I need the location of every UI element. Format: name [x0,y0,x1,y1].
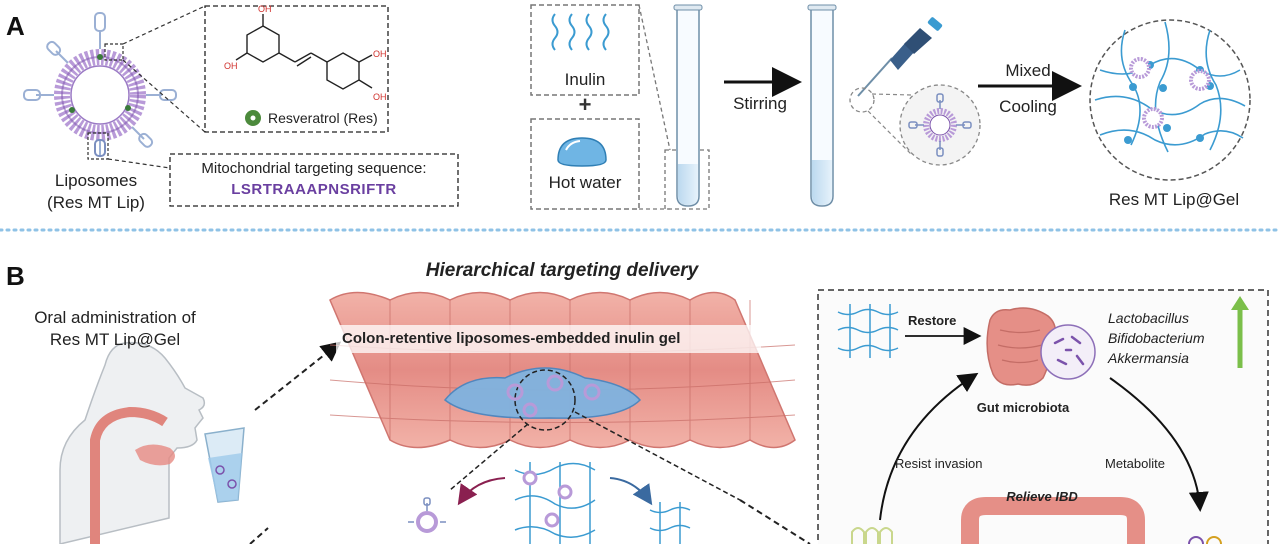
liposomes-sublabel: (Res MT Lip) [47,193,145,212]
panel-a-letter: A [6,11,25,41]
hierarchical-title: Hierarchical targeting delivery [425,260,699,281]
resveratrol-box [204,5,389,133]
epithelium-icon [851,527,893,544]
panel-b-letter: B [6,261,25,291]
test-tube-1 [673,4,703,207]
mixed-label: Mixed [1005,61,1051,80]
hot-water-box [530,118,640,210]
mts-title: Mitochondrial targeting sequence: [201,160,427,177]
bacteria-akkermansia: Akkermansia [1108,350,1189,366]
gel-network [1089,19,1251,181]
bacteria-lactobacillus: Lactobacillus [1108,310,1189,326]
hot-water-label: Hot water [548,173,622,192]
zoomed-liposome [908,93,972,157]
resveratrol-structure [235,14,373,90]
mts-sequence: LSRTRAAAPNSRIFTR [231,181,397,198]
gel-release-illustration [408,462,691,544]
stirring-label: Stirring [733,94,787,113]
gut-microbiota-icon [986,307,1096,386]
metabolite-label: Metabolite [1105,456,1165,471]
water-drop [557,137,607,167]
oh-label-left: OH [224,61,238,71]
restore-label: Restore [908,313,957,328]
plus-sign: + [578,92,592,117]
relieve-ibd-label: Relieve IBD [1006,489,1078,504]
inulin-strands [551,13,610,51]
oh-label-top: OH [258,4,272,14]
glass-of-gel-icon [204,427,245,503]
delivery-arrow [254,341,342,411]
oh-label-right-1: OH [373,49,387,59]
liposomes-label: Liposomes [54,171,138,190]
resist-invasion-label: Resist invasion [895,456,983,471]
large-intestine-icon [961,497,1145,544]
cooling-label: Cooling [999,97,1057,116]
inulin-label: Inulin [564,70,606,89]
gut-microbiota-label: Gut microbiota [976,400,1070,415]
colon-label: Colon-retentive liposomes-embedded inuli… [342,330,681,347]
product-label: Res MT Lip@Gel [1108,190,1240,209]
colon-illustration [329,291,796,449]
oral-admin-label: Oral administration of [34,308,196,327]
resist-invasion-arrow [879,372,979,521]
restore-network-icon [837,304,899,358]
oral-admin-sublabel: Res MT Lip@Gel [49,330,181,349]
test-tube-2 [807,4,837,207]
metabolite-arrow [1109,377,1209,512]
person-drinking-illustration [59,341,206,544]
mts-box [169,153,459,207]
bacteria-bifidobacterium: Bifidobacterium [1108,330,1205,346]
inulin-box [530,4,640,96]
pipette-icon [857,17,943,97]
resveratrol-label: Resveratrol (Res) [268,110,378,126]
oh-label-right-2: OH [373,92,387,102]
liposome-diagram [23,12,177,160]
